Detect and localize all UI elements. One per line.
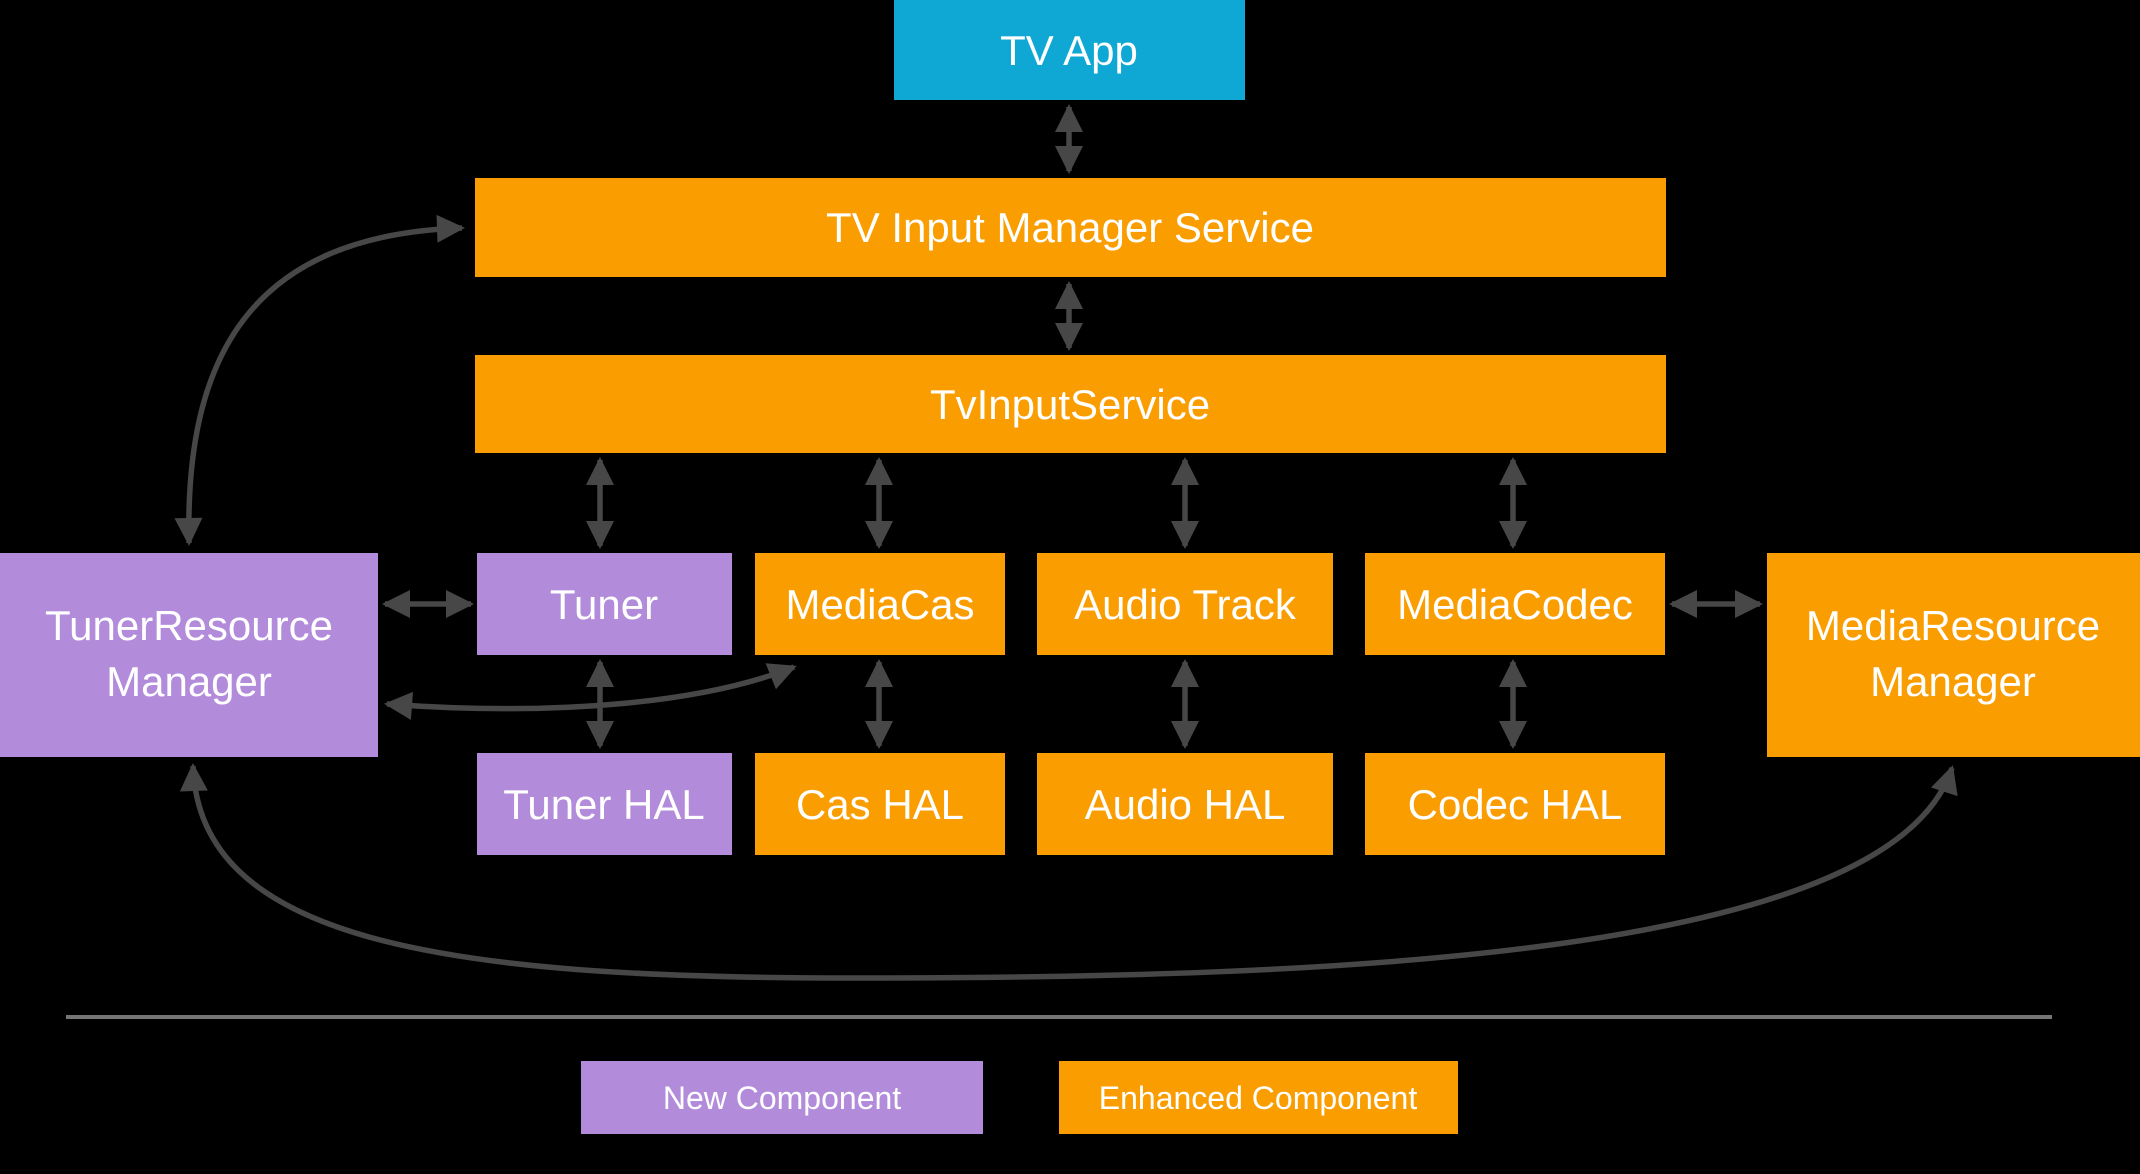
tuner-hal-box [477, 753, 732, 855]
node-tuner: Tuner [477, 553, 732, 655]
audio-track-label: Audio Track [1074, 581, 1297, 628]
media-codec-label: MediaCodec [1397, 581, 1633, 628]
audio-hal-box [1037, 753, 1333, 855]
legend-new-component-label: New Component [663, 1080, 901, 1116]
arrow-trm-tvims-curve [174, 214, 465, 546]
tv-input-service-box [475, 355, 1666, 453]
tv-input-manager-service-label: TV Input Manager Service [826, 204, 1314, 251]
node-cas-hal: Cas HAL [755, 753, 1005, 855]
tuner-resource-manager-box [0, 553, 378, 757]
legend-item-enhanced-component: Enhanced Component [1059, 1061, 1458, 1134]
cas-hal-box [755, 753, 1005, 855]
tuner-resource-manager-label-line2: Manager [106, 658, 272, 705]
node-tv-app: TV App [894, 0, 1245, 100]
legend: New Component Enhanced Component [581, 1061, 1458, 1134]
node-media-cas: MediaCas [755, 553, 1005, 655]
arrow-trm-mrm-curve [179, 763, 1958, 981]
tuner-hal-label: Tuner HAL [503, 781, 705, 828]
cas-hal-label: Cas HAL [796, 781, 964, 828]
node-media-codec: MediaCodec [1365, 553, 1665, 655]
media-codec-box [1365, 553, 1665, 655]
node-codec-hal: Codec HAL [1365, 753, 1665, 855]
legend-item-new-component: New Component [581, 1061, 983, 1134]
connectors [174, 104, 1958, 981]
legend-enhanced-component-label: Enhanced Component [1099, 1080, 1418, 1116]
tuner-resource-manager-label-line1: TunerResource [45, 602, 333, 649]
node-tuner-resource-manager: TunerResource Manager [0, 553, 378, 757]
tuner-box [477, 553, 732, 655]
audio-track-box [1037, 553, 1333, 655]
node-audio-hal: Audio HAL [1037, 753, 1333, 855]
tuner-label: Tuner [550, 581, 658, 628]
tv-input-manager-service-box [475, 178, 1666, 277]
node-audio-track: Audio Track [1037, 553, 1333, 655]
tv-input-service-label: TvInputService [930, 381, 1210, 428]
media-resource-manager-box [1767, 553, 2140, 757]
tv-app-box [894, 0, 1245, 100]
audio-hal-label: Audio HAL [1085, 781, 1286, 828]
media-resource-manager-label-line2: Manager [1870, 658, 2036, 705]
node-tuner-hal: Tuner HAL [477, 753, 732, 855]
codec-hal-box [1365, 753, 1665, 855]
node-tv-input-service: TvInputService [475, 355, 1666, 453]
legend-new-component-swatch [581, 1061, 983, 1134]
node-tv-input-manager-service: TV Input Manager Service [475, 178, 1666, 277]
tv-app-label: TV App [1000, 27, 1138, 74]
legend-enhanced-component-swatch [1059, 1061, 1458, 1134]
media-cas-label: MediaCas [785, 581, 974, 628]
codec-hal-label: Codec HAL [1408, 781, 1623, 828]
node-media-resource-manager: MediaResource Manager [1767, 553, 2140, 757]
media-cas-box [755, 553, 1005, 655]
arrow-trm-mediacas-curve [384, 663, 797, 720]
media-resource-manager-label-line1: MediaResource [1806, 602, 2100, 649]
